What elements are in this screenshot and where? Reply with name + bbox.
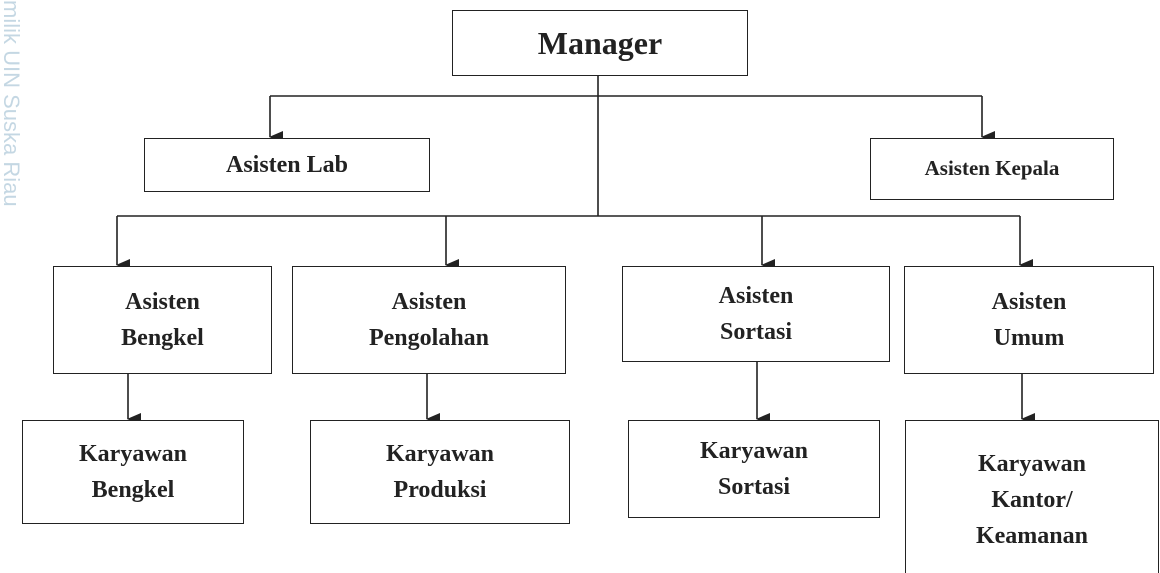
node-asisten-umum-line-2: Umum (993, 325, 1065, 351)
node-asisten-lab: Asisten Lab (144, 138, 430, 192)
node-karyawan-produksi-line-1: Karyawan (386, 441, 494, 467)
node-karyawan-kantor-line-1: Karyawan (978, 451, 1086, 477)
node-karyawan-sortasi-line-1: Karyawan (700, 438, 808, 464)
node-asisten-pengolahan-line-1: Asisten (391, 289, 467, 315)
node-karyawan-kantor-line-3: Keamanan (975, 523, 1088, 549)
node-manager-label: Manager (537, 25, 663, 61)
node-asisten-kepala-label: Asisten Kepala (924, 156, 1060, 181)
node-karyawan-sortasi: Karyawan Sortasi (628, 420, 880, 518)
node-asisten-sortasi-line-1: Asisten (718, 283, 794, 309)
node-asisten-lab-label: Asisten Lab (225, 152, 349, 178)
node-asisten-sortasi: Asisten Sortasi (622, 266, 890, 362)
node-asisten-sortasi-line-2: Sortasi (720, 319, 792, 345)
node-karyawan-kantor-keamanan: Karyawan Kantor/ Keamanan (905, 420, 1159, 573)
node-karyawan-kantor-line-2: Kantor/ (991, 487, 1073, 513)
node-asisten-umum-line-1: Asisten (991, 289, 1067, 315)
node-asisten-umum: Asisten Umum (904, 266, 1154, 374)
node-asisten-kepala: Asisten Kepala (870, 138, 1114, 200)
node-asisten-bengkel-line-2: Bengkel (121, 325, 204, 351)
node-karyawan-bengkel: Karyawan Bengkel (22, 420, 244, 524)
node-asisten-bengkel-line-1: Asisten (125, 289, 200, 315)
watermark-text: milik UIN Suska Riau (2, 0, 24, 207)
node-asisten-pengolahan: Asisten Pengolahan (292, 266, 566, 374)
node-karyawan-produksi: Karyawan Produksi (310, 420, 570, 524)
node-karyawan-bengkel-line-2: Bengkel (91, 477, 175, 503)
node-karyawan-sortasi-line-2: Sortasi (718, 474, 790, 500)
node-karyawan-produksi-line-2: Produksi (393, 477, 487, 503)
node-asisten-pengolahan-line-2: Pengolahan (368, 325, 490, 351)
node-asisten-bengkel: Asisten Bengkel (53, 266, 272, 374)
node-manager: Manager (452, 10, 748, 76)
node-karyawan-bengkel-line-1: Karyawan (79, 441, 187, 467)
